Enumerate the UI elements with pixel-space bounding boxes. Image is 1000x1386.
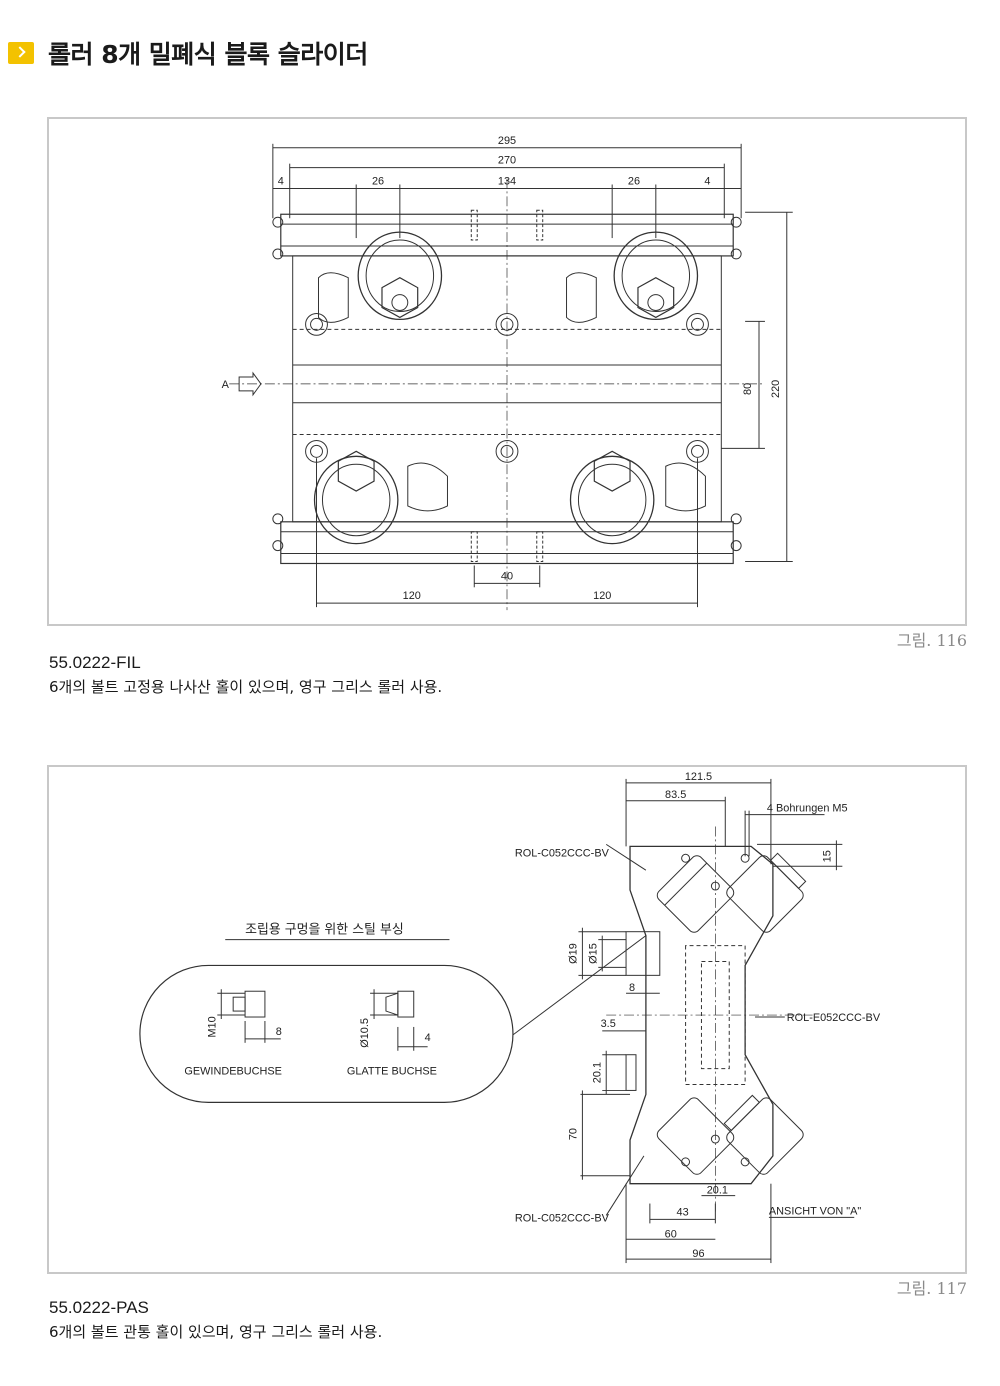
dim-134: 134 — [498, 175, 516, 187]
dim-270: 270 — [498, 155, 516, 167]
figure-117-label: 그림. 117 — [896, 1279, 967, 1298]
slider-top-view-drawing: 295 270 4 26 134 26 4 A 80 220 40 120 12… — [222, 135, 793, 611]
view-caption: ANSICHT VON "A" — [769, 1205, 862, 1217]
inset-left-len: 8 — [276, 1026, 282, 1038]
slider-side-view-drawing: 조립용 구멍을 위한 스틸 부싱 M10 8 GEWINDEBUCHSE Ø10… — [139, 771, 881, 1264]
dim-15: 15 — [821, 850, 833, 862]
dim-295: 295 — [498, 135, 516, 147]
page-title: 롤러 8개 밀폐식 블록 슬라이더 — [48, 40, 368, 69]
inset-left-label: GEWINDEBUCHSE — [184, 1066, 282, 1078]
dim-26-left: 26 — [372, 175, 384, 187]
dim-120-right: 120 — [593, 590, 611, 602]
dim-80: 80 — [742, 383, 754, 395]
product-code-fil: 55.0222-FIL — [49, 653, 141, 672]
dim-4-right: 4 — [704, 175, 710, 187]
roller-label-bottom: ROL-C052CCC-BV — [515, 1212, 610, 1224]
dim-70: 70 — [567, 1128, 579, 1140]
dim-3-5: 3.5 — [601, 1018, 616, 1030]
dim-83-5: 83.5 — [665, 789, 686, 801]
dim-20-1-bottom: 20.1 — [707, 1185, 728, 1197]
page-header: 롤러 8개 밀폐식 블록 슬라이더 — [8, 38, 368, 69]
dim-121-5: 121.5 — [685, 771, 712, 783]
dim-40: 40 — [501, 570, 513, 582]
dim-d15: Ø15 — [587, 943, 599, 964]
figure-116-frame: 295 270 4 26 134 26 4 A 80 220 40 120 12… — [47, 117, 967, 626]
bore-note: 4 Bohrungen M5 — [767, 803, 848, 815]
chevron-right-icon — [8, 42, 34, 64]
dim-96: 96 — [692, 1248, 704, 1260]
dim-120-left: 120 — [403, 590, 421, 602]
dim-8: 8 — [629, 982, 635, 994]
dim-20-1-left: 20.1 — [591, 1062, 603, 1083]
inset-right-label: GLATTE BUCHSE — [347, 1066, 437, 1078]
dim-60: 60 — [665, 1228, 677, 1240]
dim-d19: Ø19 — [567, 943, 579, 964]
product-code-pas: 55.0222-PAS — [49, 1298, 149, 1317]
inset-right-dim: Ø10.5 — [359, 1018, 371, 1048]
figure-117-frame: 조립용 구멍을 위한 스틸 부싱 M10 8 GEWINDEBUCHSE Ø10… — [47, 765, 967, 1274]
dim-4-left: 4 — [278, 175, 284, 187]
inset-left-dim: M10 — [206, 1016, 218, 1037]
inset-right-len: 4 — [425, 1032, 431, 1044]
roller-label-top: ROL-C052CCC-BV — [515, 847, 610, 859]
dim-26-right: 26 — [628, 175, 640, 187]
dim-43: 43 — [677, 1206, 689, 1218]
product-description-fil: 6개의 볼트 고정용 나사산 홀이 있으며, 영구 그리스 롤러 사용. — [49, 678, 443, 696]
product-description-pas: 6개의 볼트 관통 홀이 있으며, 영구 그리스 롤러 사용. — [49, 1323, 383, 1341]
inset-title: 조립용 구멍을 위한 스틸 부싱 — [245, 923, 404, 938]
dim-220: 220 — [770, 380, 782, 398]
figure-116-label: 그림. 116 — [896, 631, 967, 650]
view-arrow-label: A — [222, 379, 230, 391]
roller-label-mid: ROL-E052CCC-BV — [787, 1012, 881, 1024]
